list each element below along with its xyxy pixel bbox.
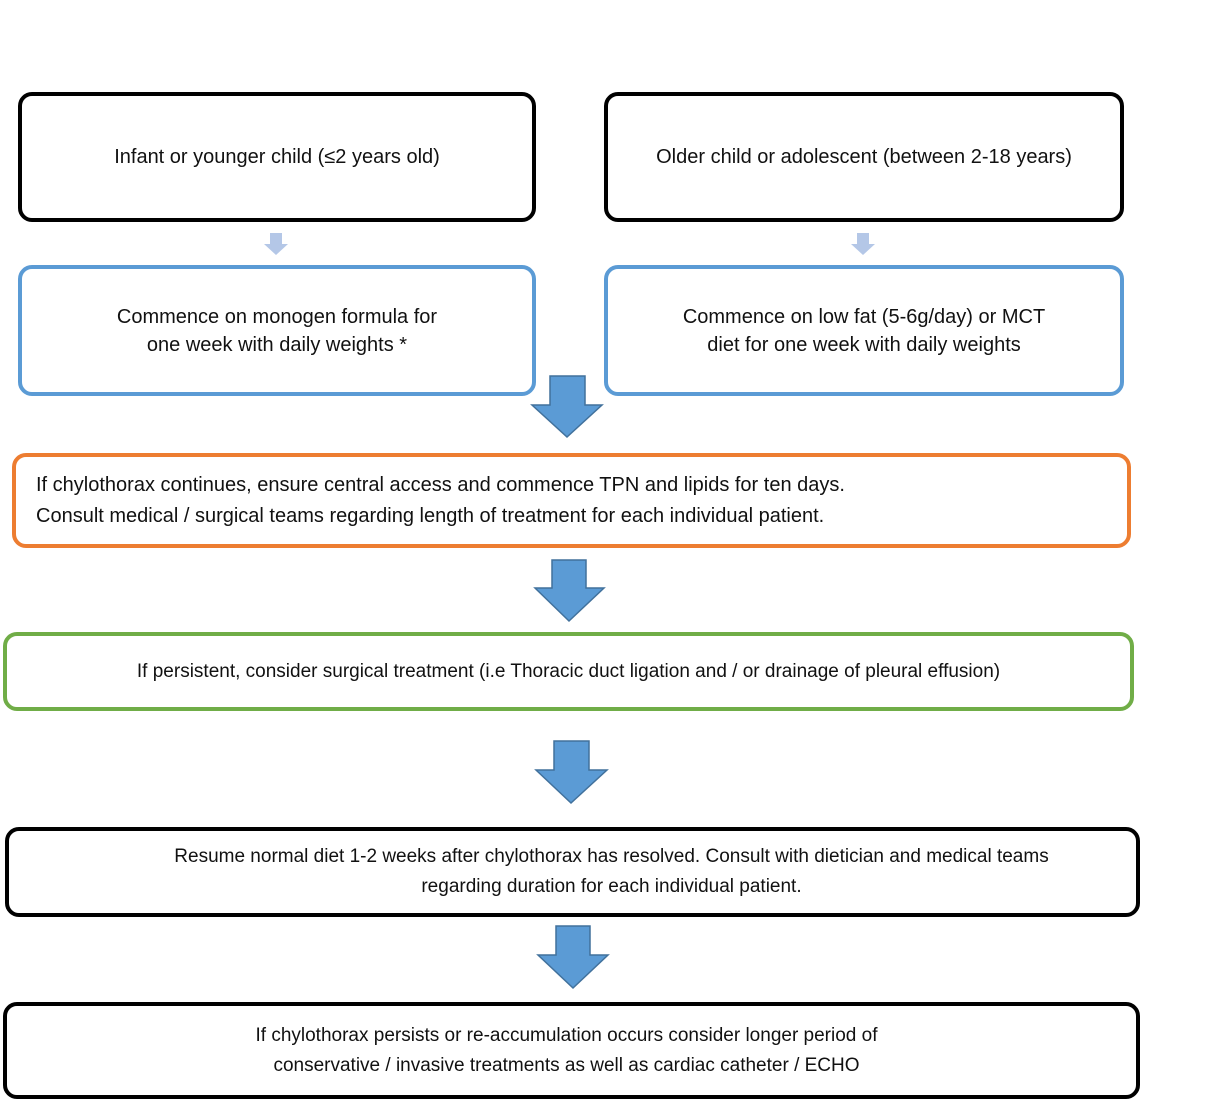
surgical-line-1: If persistent, consider surgical treatme… <box>136 660 1001 682</box>
resume-line-1: Resume normal diet 1-2 weeks after chylo… <box>174 846 1049 867</box>
resume-line-2: regarding duration for each individual p… <box>421 876 802 897</box>
surgical-treatment-box: If persistent, consider surgical treatme… <box>3 632 1134 711</box>
monogen-line-2: one week with daily weights * <box>146 333 408 356</box>
persists-box: If chylothorax persists or re-accumulati… <box>3 1002 1140 1099</box>
arrow-to-surgical <box>533 559 606 623</box>
arrow-to-persists <box>536 925 610 990</box>
low-fat-line-2: diet for one week with daily weights <box>707 333 1021 356</box>
persists-line-1: If chylothorax persists or re-accumulati… <box>255 1024 878 1046</box>
monogen-line-1: Commence on monogen formula for <box>116 305 438 328</box>
tpn-box: If chylothorax continues, ensure central… <box>12 453 1131 548</box>
older-child-box: Older child or adolescent (between 2-18 … <box>604 92 1124 222</box>
infant-box: Infant or younger child (≤2 years old) <box>18 92 536 222</box>
low-fat-line-1: Commence on low fat (5-6g/day) or MCT <box>682 305 1046 328</box>
tpn-line-1: If chylothorax continues, ensure central… <box>36 473 845 496</box>
infant-box-text: Infant or younger child (≤2 years old) <box>114 146 440 168</box>
low-fat-diet-box: Commence on low fat (5-6g/day) or MCT di… <box>604 265 1124 396</box>
resume-diet-box: Resume normal diet 1-2 weeks after chylo… <box>5 827 1140 917</box>
older-child-box-text: Older child or adolescent (between 2-18 … <box>656 146 1072 168</box>
tpn-line-2: Consult medical / surgical teams regardi… <box>36 504 825 527</box>
monogen-formula-box: Commence on monogen formula for one week… <box>18 265 536 396</box>
persists-line-2: conservative / invasive treatments as we… <box>273 1054 860 1076</box>
small-arrow-right <box>851 233 875 255</box>
arrow-to-resume <box>534 740 609 805</box>
small-arrow-left <box>264 233 288 255</box>
arrow-to-tpn <box>530 375 604 439</box>
